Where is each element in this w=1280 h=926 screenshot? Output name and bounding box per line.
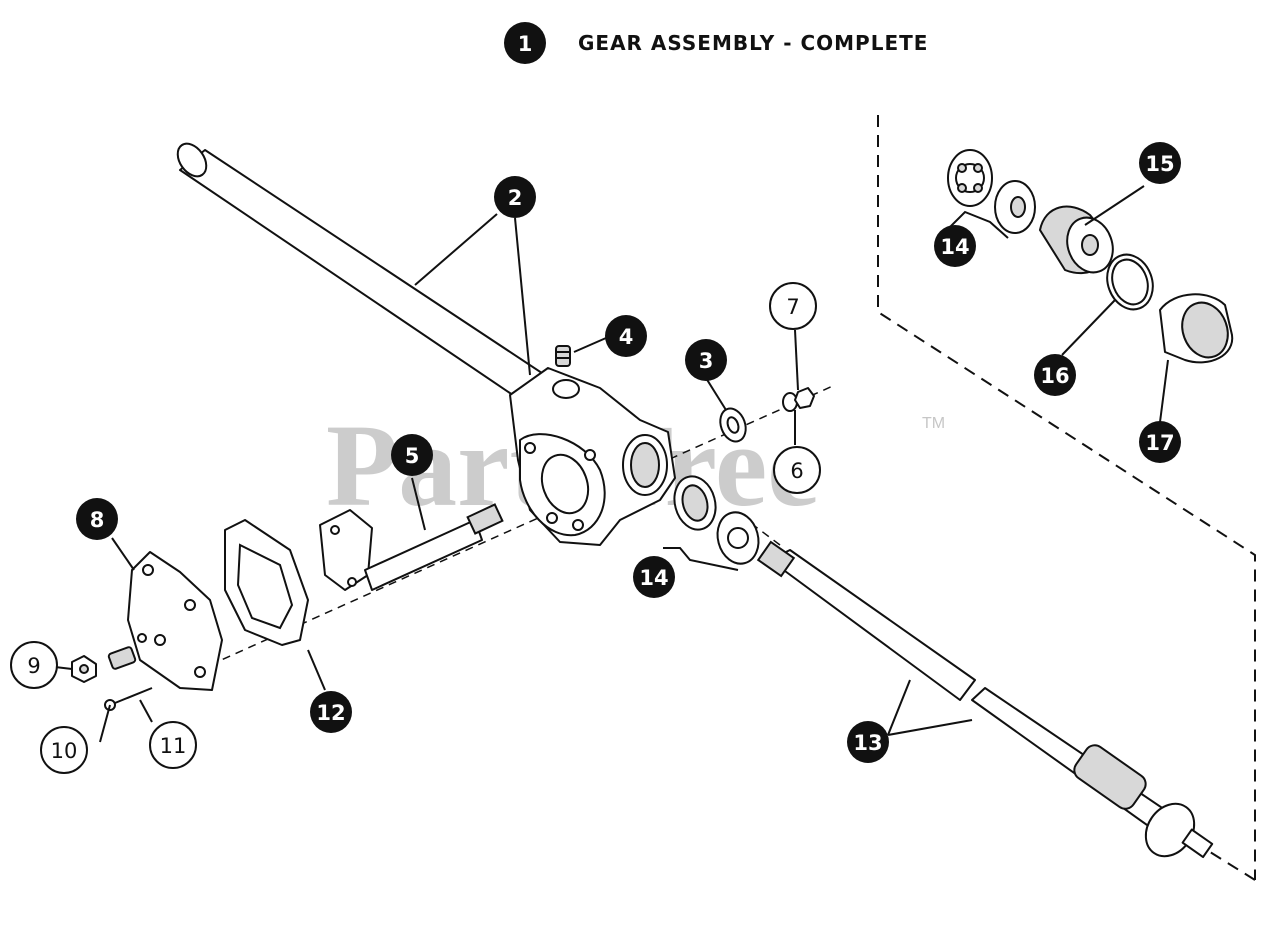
callout-label: 15: [1145, 152, 1174, 176]
callout-14a: 14: [633, 556, 675, 598]
callout-circle: [10, 641, 58, 689]
callout-16: 16: [1034, 354, 1076, 396]
callout-circle: [769, 282, 817, 330]
detail-part-15-worm-gear: [1038, 205, 1114, 275]
part-4-set-screw: [555, 345, 571, 367]
callout-17: 17: [1139, 421, 1181, 463]
callout-15: 15: [1139, 142, 1181, 184]
callout-circle: [310, 691, 352, 733]
callout-4: 4: [605, 315, 647, 357]
callout-circle: [847, 721, 889, 763]
callout-circle: [934, 225, 976, 267]
gear-housing: [509, 367, 676, 546]
watermark-tm: TM: [922, 415, 945, 432]
callout-2: 2: [494, 176, 536, 218]
callout-13: 13: [847, 721, 889, 763]
callout-label: 10: [51, 739, 78, 763]
callout-label: 7: [786, 295, 799, 319]
diagram-title: 1 GEAR ASSEMBLY - COMPLETE: [504, 22, 928, 64]
callout-circle: [1139, 421, 1181, 463]
callout-label: 5: [405, 444, 420, 468]
callout-14b: 14: [934, 225, 976, 267]
callout-5: 5: [391, 434, 433, 476]
callout-label: 17: [1145, 431, 1174, 455]
callout-8: 8: [76, 498, 118, 540]
leader-lines: [54, 185, 1169, 743]
callout-circle: [1034, 354, 1076, 396]
callout-circle: [685, 339, 727, 381]
assembly-axis-lines: [209, 384, 836, 666]
callout-11: 11: [149, 721, 197, 769]
callout-label: 14: [940, 235, 969, 259]
part-3-washer: [719, 407, 747, 443]
callout-circle: [605, 315, 647, 357]
callout-6: 6: [773, 446, 821, 494]
part-6-7-nut-washer: [782, 387, 815, 412]
callout-bubbles: 2 3 4 5 6 7 8 9 10 11 12 13 14 14 15 16 17: [10, 142, 1181, 774]
title-text: GEAR ASSEMBLY - COMPLETE: [578, 31, 928, 55]
callout-12: 12: [310, 691, 352, 733]
callout-label: 16: [1040, 364, 1069, 388]
part-10-set-screw: [107, 646, 137, 670]
detail-box-outline: [877, 115, 1256, 881]
callout-label: 11: [160, 734, 187, 758]
part-11-pin: [104, 687, 153, 711]
callout-circle: [773, 446, 821, 494]
callout-circle: [494, 176, 536, 218]
callout-label: 4: [619, 325, 634, 349]
callout-circle: [76, 498, 118, 540]
callout-label: 6: [790, 459, 803, 483]
callout-circle: [40, 726, 88, 774]
part-13-drive-shaft: [756, 540, 1214, 859]
callout-label: 8: [90, 508, 105, 532]
callout-label: 13: [853, 731, 882, 755]
part-8-cover-plate: [127, 551, 223, 691]
callout-7: 7: [769, 282, 817, 330]
callout-label: 14: [639, 566, 668, 590]
part-5-worm-shaft: [319, 503, 504, 591]
detail-part-16-ring: [1106, 253, 1154, 311]
callout-3: 3: [685, 339, 727, 381]
callout-9: 9: [10, 641, 58, 689]
callout-circle: [633, 556, 675, 598]
part-9-nut: [71, 655, 97, 683]
callout-label: 12: [316, 701, 345, 725]
callout-label: 3: [699, 349, 714, 373]
title-number: 1: [518, 32, 533, 56]
detail-part-14-bearing: [947, 149, 1036, 234]
part-12-gasket: [224, 519, 309, 646]
callout-label: 2: [508, 186, 523, 210]
callout-circle: [149, 721, 197, 769]
callout-circle: [391, 434, 433, 476]
part-2-shaft-tube: [176, 142, 561, 411]
callout-label: 9: [27, 654, 40, 678]
detail-part-17-housing-cap: [1159, 293, 1234, 364]
callout-10: 10: [40, 726, 88, 774]
callout-circle: [1139, 142, 1181, 184]
part-14-seal-bearing: [673, 475, 760, 565]
